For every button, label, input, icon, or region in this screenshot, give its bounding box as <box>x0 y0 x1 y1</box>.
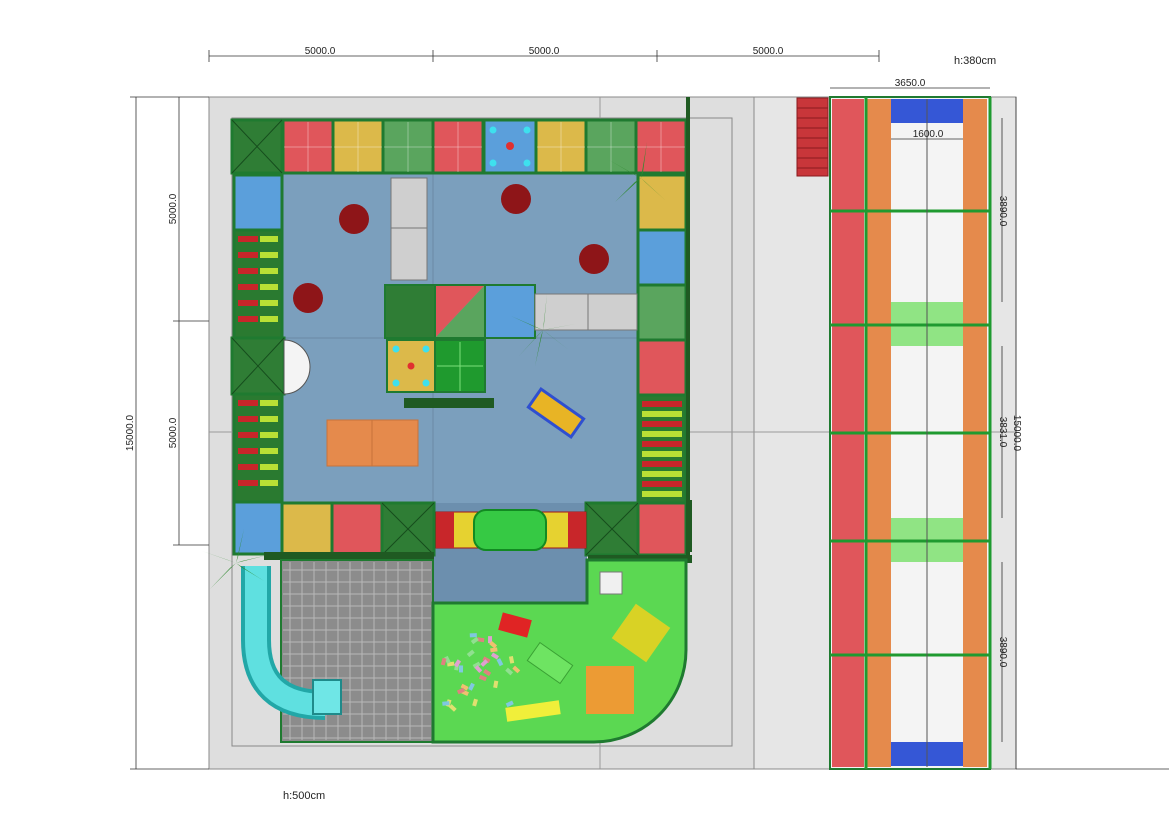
red-stair-treads <box>797 107 828 169</box>
foam-block <box>488 636 493 644</box>
foam-block <box>444 655 451 664</box>
foam-block <box>505 667 514 676</box>
side-dim-1: 3890.0 <box>997 196 1008 227</box>
plan-dimension-lines <box>130 50 880 770</box>
foam-block <box>448 704 457 712</box>
foam-block <box>508 655 515 664</box>
left-roller-stripes <box>238 236 278 486</box>
foam-block <box>476 637 485 643</box>
left-pad-column <box>230 173 286 556</box>
foam-block <box>469 633 477 638</box>
side-dim-2: 3831.0 <box>997 417 1008 448</box>
palm-trees <box>202 142 671 599</box>
side-elevation <box>829 96 992 770</box>
foam-block <box>460 683 469 691</box>
foam-block <box>456 687 465 695</box>
side-dim-3: 3890.0 <box>997 637 1008 668</box>
foam-block <box>489 640 498 649</box>
side-dim-total: 15000.0 <box>1011 415 1022 452</box>
foam-block <box>505 700 514 708</box>
tube-slide-highlight <box>245 566 326 716</box>
top-pad-row <box>230 118 688 175</box>
foam-block <box>440 657 447 666</box>
slide-exit <box>312 679 342 715</box>
foam-block <box>496 658 504 667</box>
foam-block <box>468 682 475 691</box>
right-pad-column <box>636 173 688 557</box>
small-steps <box>599 571 623 595</box>
semicircle-window <box>283 339 311 395</box>
foam-block <box>474 665 483 674</box>
foam-block <box>472 661 481 669</box>
foam-block <box>470 636 479 645</box>
foam-block <box>466 649 475 658</box>
foam-block <box>458 665 464 673</box>
foam-block <box>493 680 499 689</box>
foam-block <box>490 647 498 653</box>
left-dim-2: 5000.0 <box>168 417 179 448</box>
foam-block <box>482 656 491 664</box>
side-height-label: h:380cm <box>954 55 996 67</box>
small-slide <box>526 386 586 440</box>
side-dimension-lines <box>830 87 1169 770</box>
top-dim-3: 5000.0 <box>753 46 784 57</box>
side-inner-width-dim: 1600.0 <box>913 129 944 140</box>
plan-height-label: h:500cm <box>283 790 325 802</box>
center-structure <box>384 284 536 408</box>
foam-block <box>453 659 462 668</box>
side-width-dim: 3650.0 <box>895 78 926 89</box>
foam-block <box>478 674 487 682</box>
top-dim-1: 5000.0 <box>305 46 336 57</box>
top-dim-2: 5000.0 <box>529 46 560 57</box>
foam-block <box>483 668 492 677</box>
blue-pad-dots <box>489 126 531 167</box>
pad-cross-lines <box>284 122 685 172</box>
foam-block <box>512 665 521 674</box>
left-dim-1: 5000.0 <box>168 193 179 224</box>
red-stairs <box>796 97 829 177</box>
right-roller-stripes <box>642 401 682 497</box>
left-dim-total: 15000.0 <box>125 414 136 451</box>
foam-block <box>472 698 478 707</box>
foam-block <box>490 652 500 660</box>
foam-block <box>480 659 489 667</box>
grey-tunnels <box>390 177 638 331</box>
color-tunnel <box>435 509 587 551</box>
foam-block <box>442 701 450 706</box>
soft-play-blocks <box>440 603 671 722</box>
